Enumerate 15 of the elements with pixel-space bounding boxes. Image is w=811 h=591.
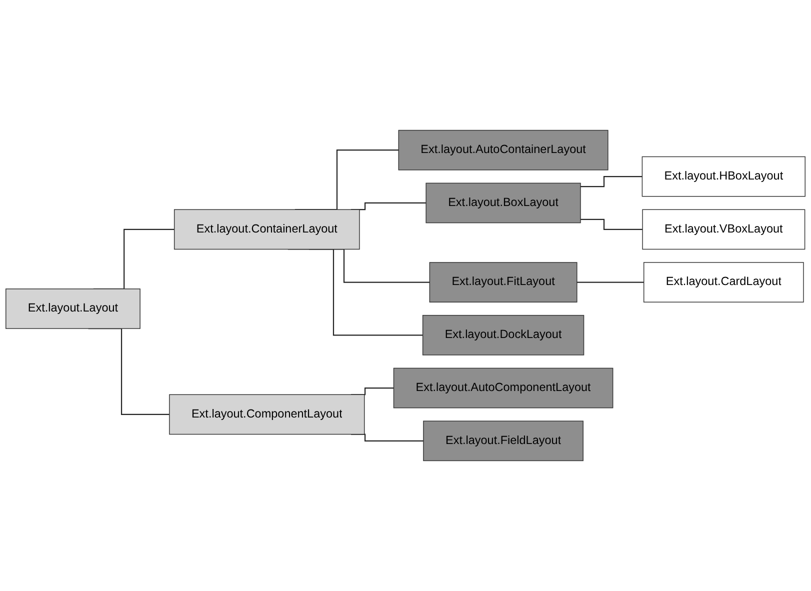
node-box: Ext.layout.Layout bbox=[6, 288, 140, 329]
node-box: Ext.layout.BoxLayout bbox=[426, 182, 581, 224]
node-box: Ext.layout.FitLayout bbox=[429, 262, 578, 302]
node-box: Ext.layout.AutoContainerLayout bbox=[398, 130, 608, 170]
node-box: Ext.layout.HBoxLayout bbox=[642, 156, 806, 197]
node-box: Ext.layout.VBoxLayout bbox=[642, 209, 806, 250]
connector bbox=[576, 282, 644, 283]
node-box: Ext.layout.AutoComponentLayout bbox=[393, 368, 614, 408]
connector bbox=[580, 218, 643, 230]
connector bbox=[580, 176, 642, 188]
node-box: Ext.layout.DockLayout bbox=[422, 314, 584, 356]
node-box: Ext.layout.CardLayout bbox=[643, 262, 804, 302]
node-box: Ext.layout.FieldLayout bbox=[423, 420, 584, 462]
node-box: Ext.layout.ContainerLayout bbox=[174, 209, 360, 250]
node-box: Ext.layout.ComponentLayout bbox=[169, 394, 365, 435]
